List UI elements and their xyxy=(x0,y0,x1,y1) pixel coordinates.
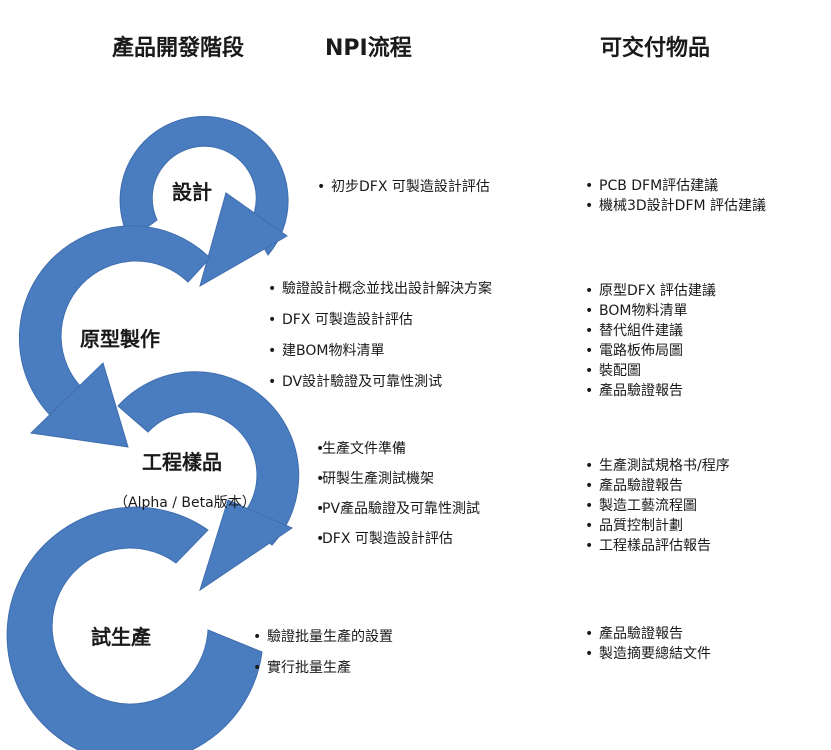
bullet-icon: • xyxy=(585,646,594,662)
deliverables-list-prototype: •原型DFX 評估建議 •BOM物料清單 •替代組件建議 •電路板佈局圖 •裝配… xyxy=(585,281,716,401)
deliverable-item: •生產測試規格书/程序 xyxy=(585,458,730,474)
npi-list-design: •初步DFX 可製造設計評估 xyxy=(317,172,490,203)
bullet-icon: • xyxy=(585,178,594,194)
deliverable-item: •BOM物料清單 xyxy=(585,303,688,319)
deliverable-item: •製造摘要總結文件 xyxy=(585,646,711,662)
stage-sublabel-engineering-sample: （Alpha / Beta版本） xyxy=(114,495,256,511)
deliverable-item: •裝配圖 xyxy=(585,363,641,379)
bullet-icon: • xyxy=(585,538,594,554)
bullet-icon: • xyxy=(268,312,277,328)
stage-label-engineering-sample: 工程樣品 xyxy=(142,450,222,474)
deliverable-item: •機械3D設計DFM 評估建議 xyxy=(585,198,767,214)
deliverable-item: •製造工藝流程圖 xyxy=(585,498,697,514)
deliverables-list-pilot-production: •產品驗證報告 •製造摘要總結文件 xyxy=(585,624,711,664)
bullet-icon: • xyxy=(268,343,277,359)
deliverable-item: •電路板佈局圖 xyxy=(585,343,683,359)
bullet-icon: • xyxy=(316,501,325,517)
arc-pilot-production xyxy=(6,506,263,750)
stage-label-prototype: 原型製作 xyxy=(80,327,160,351)
bullet-icon: • xyxy=(316,531,325,547)
arc-prototype xyxy=(18,225,211,448)
arrow-head-design xyxy=(199,192,288,288)
deliverable-item: •產品驗證報告 xyxy=(585,626,683,642)
npi-item: •建BOM物料清單 xyxy=(268,336,492,367)
npi-item: •實行批量生產 xyxy=(253,653,393,684)
arc-engineering-sample xyxy=(117,371,300,592)
deliverable-item: •替代組件建議 xyxy=(585,323,683,339)
bullet-icon: • xyxy=(585,626,594,642)
bullet-icon: • xyxy=(585,343,594,359)
bullet-icon: • xyxy=(317,179,326,195)
bullet-icon: • xyxy=(585,323,594,339)
deliverable-item: •PCB DFM評估建議 xyxy=(585,178,719,194)
header-phase: 產品開發階段 xyxy=(112,36,245,61)
npi-item: •初步DFX 可製造設計評估 xyxy=(317,172,490,203)
header-npi: NPI流程 xyxy=(325,36,412,61)
bullet-icon: • xyxy=(585,498,594,514)
bullet-icon: • xyxy=(253,660,262,676)
npi-item: •PV產品驗證及可靠性測試 xyxy=(316,494,480,524)
arrow-head-prototype xyxy=(29,362,129,448)
bullet-icon: • xyxy=(585,458,594,474)
npi-item: •DV設計驗證及可靠性測试 xyxy=(268,367,492,398)
npi-item: •研製生產測試機架 xyxy=(316,464,480,494)
bullet-icon: • xyxy=(585,283,594,299)
deliverable-item: •品質控制計劃 xyxy=(585,518,683,534)
bullet-icon: • xyxy=(316,471,325,487)
npi-item: •DFX 可製造設計評估 xyxy=(268,305,492,336)
deliverable-item: •產品驗證報告 xyxy=(585,383,683,399)
npi-item: •驗證設計概念並找出設計解決方案 xyxy=(268,274,492,305)
npi-list-prototype: •驗證設計概念並找出設計解決方案 •DFX 可製造設計評估 •建BOM物料清單 … xyxy=(268,274,492,398)
bullet-icon: • xyxy=(268,374,277,390)
bullet-icon: • xyxy=(585,363,594,379)
bullet-icon: • xyxy=(585,383,594,399)
bullet-icon: • xyxy=(585,518,594,534)
bullet-icon: • xyxy=(268,281,277,297)
deliverable-item: •產品驗證報告 xyxy=(585,478,683,494)
deliverable-item: •原型DFX 評估建議 xyxy=(585,283,716,299)
npi-item: •生產文件準備 xyxy=(316,434,480,464)
stage-label-pilot-production: 試生產 xyxy=(91,625,151,649)
npi-list-pilot-production: •驗證批量生產的設置 •實行批量生產 xyxy=(253,622,393,684)
npi-list-engineering-sample: •生產文件準備 •研製生產測試機架 •PV產品驗證及可靠性測試 •DFX 可製造… xyxy=(316,434,480,554)
stage-label-design: 設計 xyxy=(172,180,212,204)
bullet-icon: • xyxy=(585,478,594,494)
bullet-icon: • xyxy=(316,441,325,457)
deliverables-list-engineering-sample: •生產測試規格书/程序 •產品驗證報告 •製造工藝流程圖 •品質控制計劃 •工程… xyxy=(585,456,730,556)
deliverables-list-design: •PCB DFM評估建議 •機械3D設計DFM 評估建議 xyxy=(585,176,766,216)
bullet-icon: • xyxy=(585,198,594,214)
npi-item: •驗證批量生產的設置 xyxy=(253,622,393,653)
arrow-head-engineering-sample xyxy=(199,499,294,592)
npi-item: •DFX 可製造設計評估 xyxy=(316,524,480,554)
deliverable-item: •工程樣品評估報告 xyxy=(585,538,711,554)
header-deliverables: 可交付物品 xyxy=(600,36,711,61)
bullet-icon: • xyxy=(585,303,594,319)
bullet-icon: • xyxy=(253,629,262,645)
arc-design xyxy=(119,115,289,288)
